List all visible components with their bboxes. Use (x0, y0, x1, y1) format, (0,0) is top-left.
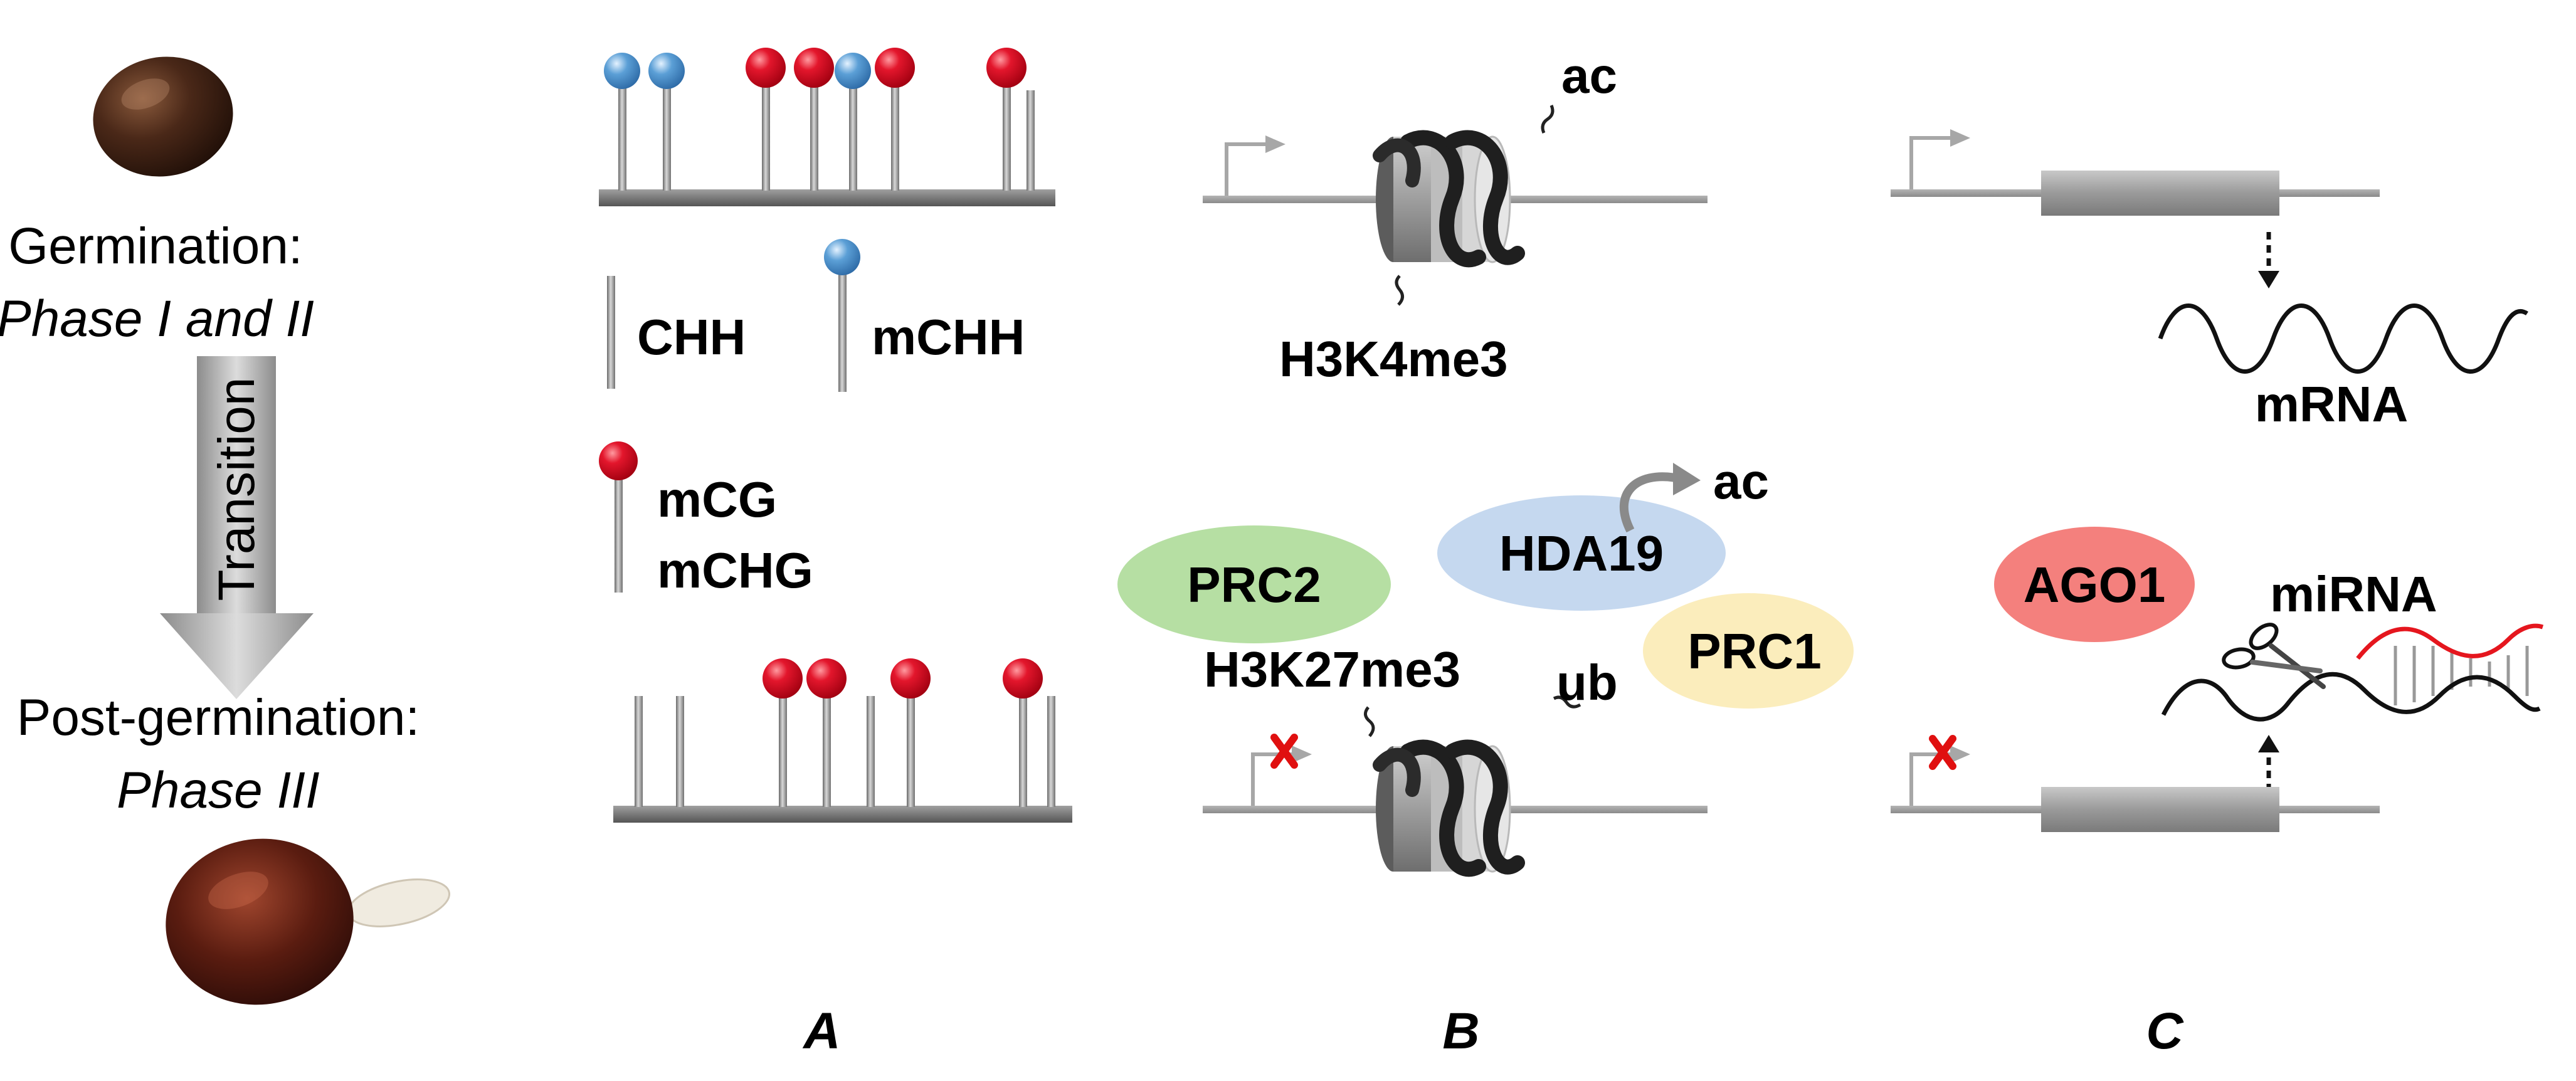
methylation-pattern-phase3 (613, 658, 1072, 823)
ago1-label: AGO1 (2024, 557, 2166, 613)
ubiquitination-label: ub (1556, 655, 1618, 710)
ago1-complex (1994, 527, 2195, 642)
prc2-label: PRC2 (1187, 557, 1321, 613)
germinating-seed-image (93, 56, 233, 177)
hda19-complex (1437, 495, 1726, 611)
post-germination-phase-label: Phase III (117, 762, 320, 819)
panel-c-label: C (2146, 1003, 2184, 1060)
mrna-transcript (2158, 303, 2528, 374)
panel-a-label: A (802, 1003, 840, 1060)
legend-mchg-label: mCHG (657, 542, 813, 598)
transition-label: Transition (208, 377, 265, 601)
silenced-gene-diagram (1891, 735, 2380, 832)
prc2-complex (1117, 525, 1391, 643)
hda19-label: HDA19 (1499, 525, 1664, 581)
acetyl-removal-arrow (1619, 472, 1677, 533)
methylation-pattern-phase1 (599, 48, 1055, 206)
seedling-seed-image (166, 838, 451, 1005)
acetyl-removal-arrowhead (1673, 463, 1701, 495)
repressed-chromatin-diagram (1203, 695, 1708, 872)
prc1-complex (1643, 593, 1854, 709)
active-gene-diagram (1891, 129, 2528, 374)
acetylation-label: ac (1561, 48, 1617, 103)
removed-acetyl-label: ac (1713, 453, 1769, 509)
h3k27me3-label: H3K27me3 (1204, 641, 1460, 697)
legend-mcg-label: mCG (657, 472, 777, 527)
germination-title: Germination: (8, 218, 302, 275)
mirna-mrna-duplex (2161, 623, 2544, 722)
cleavage-scissors-icon (2222, 623, 2326, 689)
transition-arrow (160, 356, 314, 699)
active-chromatin-diagram (1203, 105, 1708, 306)
target-mrna (2161, 672, 2541, 722)
mirna-label: miRNA (2270, 566, 2437, 622)
mirna-strand (2356, 623, 2544, 660)
methylation-legend (599, 239, 860, 593)
mrna-label: mRNA (2255, 376, 2408, 432)
prc1-label: PRC1 (1687, 623, 1821, 679)
legend-mchh-label: mCHH (872, 309, 1025, 365)
post-germination-title: Post-germination: (17, 689, 420, 746)
h3k4me3-label: H3K4me3 (1279, 331, 1508, 387)
panel-b-label: B (1442, 1003, 1479, 1060)
legend-chh-label: CHH (637, 309, 746, 365)
germination-phase-label: Phase I and II (0, 290, 314, 347)
